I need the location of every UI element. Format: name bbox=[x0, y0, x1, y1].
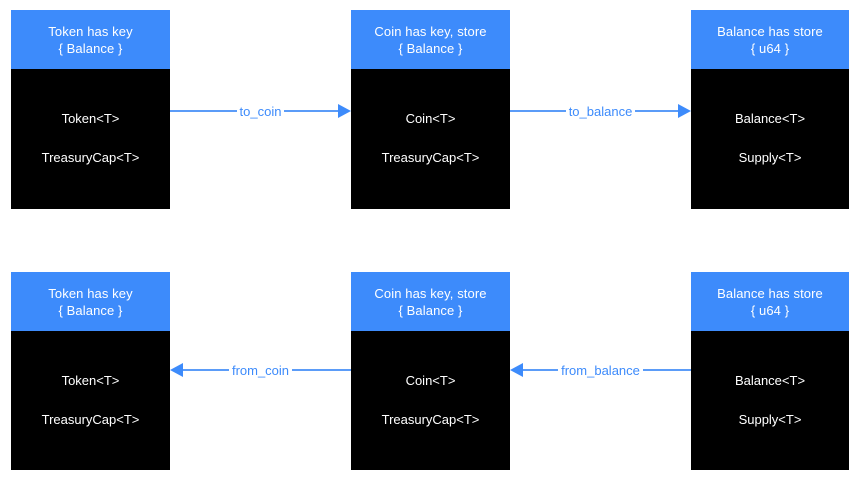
node-coin-top-header-line2: { Balance } bbox=[398, 40, 463, 56]
node-token-bottom-header-line2: { Balance } bbox=[58, 302, 123, 318]
node-coin-bottom-body-line2: TreasuryCap<T> bbox=[381, 412, 480, 427]
node-balance-bottom-body-line1: Balance<T> bbox=[734, 373, 806, 388]
edge-to-balance-label: to_balance bbox=[565, 103, 636, 119]
edge-from-coin-label: from_coin bbox=[228, 362, 293, 378]
node-token-bottom-header: Token has key { Balance } bbox=[11, 272, 170, 331]
node-token-top-header-line1: Token has key bbox=[48, 23, 133, 39]
node-coin-bottom-header-line1: Coin has key, store bbox=[374, 285, 487, 301]
node-coin-top-header: Coin has key, store { Balance } bbox=[351, 10, 510, 69]
node-balance-top-header-line2: { u64 } bbox=[750, 40, 790, 56]
node-token-bottom-body-line1: Token<T> bbox=[61, 373, 120, 388]
node-coin-top-body: Coin<T> TreasuryCap<T> bbox=[351, 69, 510, 209]
edge-from-balance[interactable]: from_balance bbox=[510, 355, 691, 385]
node-token-top-body: Token<T> TreasuryCap<T> bbox=[11, 69, 170, 209]
node-token-bottom-body-line2: TreasuryCap<T> bbox=[41, 412, 140, 427]
edge-from-coin[interactable]: from_coin bbox=[170, 355, 351, 385]
edge-to-coin-label: to_coin bbox=[236, 103, 285, 119]
node-balance-top-body-line2: Supply<T> bbox=[738, 150, 802, 165]
edge-from-balance-label: from_balance bbox=[558, 362, 643, 378]
node-balance-top-body-line1: Balance<T> bbox=[734, 111, 806, 126]
node-balance-top-header-line1: Balance has store bbox=[717, 23, 823, 39]
node-coin-top-body-line2: TreasuryCap<T> bbox=[381, 150, 480, 165]
node-coin-top-header-line1: Coin has key, store bbox=[374, 23, 487, 39]
node-token-bottom-body: Token<T> TreasuryCap<T> bbox=[11, 331, 170, 470]
node-balance-bottom-header-line1: Balance has store bbox=[717, 285, 823, 301]
node-balance-bottom-body: Balance<T> Supply<T> bbox=[691, 331, 849, 470]
node-token-top-header-line2: { Balance } bbox=[58, 40, 123, 56]
node-coin-top-body-line1: Coin<T> bbox=[405, 111, 456, 126]
node-coin-bottom-body-line1: Coin<T> bbox=[405, 373, 456, 388]
node-balance-top[interactable]: Balance has store { u64 } Balance<T> Sup… bbox=[691, 10, 849, 209]
node-balance-bottom-header-line2: { u64 } bbox=[750, 302, 790, 318]
node-token-top[interactable]: Token has key { Balance } Token<T> Treas… bbox=[11, 10, 170, 209]
node-balance-bottom-body-line2: Supply<T> bbox=[738, 412, 802, 427]
node-token-top-header: Token has key { Balance } bbox=[11, 10, 170, 69]
node-coin-bottom-body: Coin<T> TreasuryCap<T> bbox=[351, 331, 510, 470]
node-coin-bottom[interactable]: Coin has key, store { Balance } Coin<T> … bbox=[351, 272, 510, 470]
node-token-top-body-line1: Token<T> bbox=[61, 111, 120, 126]
node-balance-top-header: Balance has store { u64 } bbox=[691, 10, 849, 69]
node-coin-bottom-header-line2: { Balance } bbox=[398, 302, 463, 318]
edge-to-balance[interactable]: to_balance bbox=[510, 96, 691, 126]
node-token-bottom[interactable]: Token has key { Balance } Token<T> Treas… bbox=[11, 272, 170, 470]
edge-to-coin[interactable]: to_coin bbox=[170, 96, 351, 126]
node-coin-bottom-header: Coin has key, store { Balance } bbox=[351, 272, 510, 331]
node-balance-bottom-header: Balance has store { u64 } bbox=[691, 272, 849, 331]
node-token-top-body-line2: TreasuryCap<T> bbox=[41, 150, 140, 165]
node-coin-top[interactable]: Coin has key, store { Balance } Coin<T> … bbox=[351, 10, 510, 209]
node-balance-top-body: Balance<T> Supply<T> bbox=[691, 69, 849, 209]
node-token-bottom-header-line1: Token has key bbox=[48, 285, 133, 301]
node-balance-bottom[interactable]: Balance has store { u64 } Balance<T> Sup… bbox=[691, 272, 849, 470]
